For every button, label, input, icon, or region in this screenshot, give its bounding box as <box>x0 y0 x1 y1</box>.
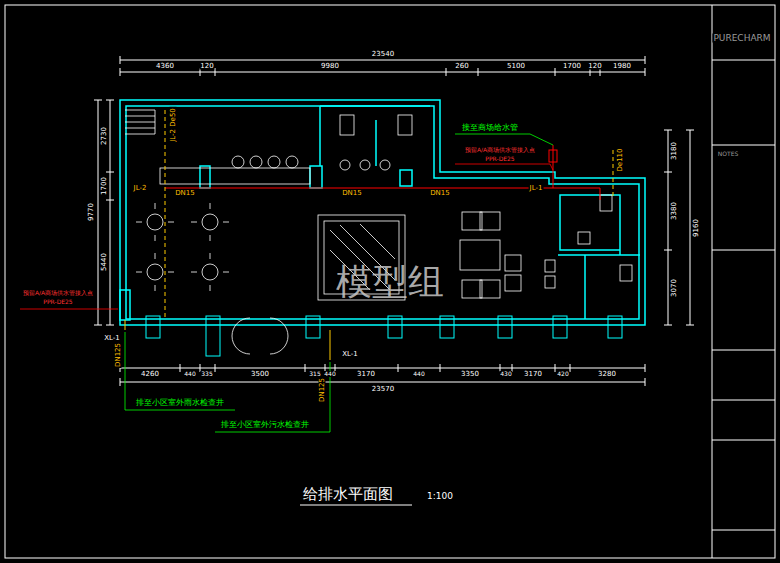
drawing-label: 2730 <box>101 126 108 146</box>
drawing-label: 23540 <box>371 51 395 58</box>
drawing-label: 排至小区室外污水检查井 <box>220 421 310 429</box>
drawing-label: XL-1 <box>103 335 121 342</box>
drawing-label: 1:100 <box>426 492 454 501</box>
drawing-label: DN125 <box>115 342 122 368</box>
drawing-label: 3170 <box>523 371 543 378</box>
drawing-label: 4260 <box>140 371 160 378</box>
drawing-label: 4360 <box>155 63 175 70</box>
drawing-label: 9160 <box>693 218 700 238</box>
drawing-label: PURECHARM <box>712 34 771 43</box>
drawing-label: 3350 <box>460 371 480 378</box>
drawing-label: 3070 <box>671 278 678 298</box>
drawing-label: 排至小区室外雨水检查井 <box>135 399 225 407</box>
drawing-label: 120 <box>199 63 214 70</box>
drawing-label: 420 <box>556 371 569 377</box>
drawing-label: 1700 <box>101 176 108 196</box>
watermark: 模型组 <box>335 264 445 300</box>
drawing-label: 3380 <box>671 201 678 221</box>
drawing-label: PPR-DE25 <box>484 156 515 162</box>
drawing-label: JL-1 <box>529 185 544 192</box>
drawing-label: 3180 <box>671 141 678 161</box>
drawing-label: 440 <box>183 371 196 377</box>
drawing-title: 给排水平面图 <box>302 487 394 502</box>
drawing-label: JL-2 De50 <box>170 107 177 143</box>
drawing-label: 3170 <box>356 371 376 378</box>
drawing-label: De110 <box>617 147 624 172</box>
drawing-label: 23570 <box>371 386 395 393</box>
drawing-label: 接至商场给水管 <box>461 124 519 132</box>
drawing-label: 5440 <box>101 252 108 272</box>
drawing-label: 3500 <box>250 371 270 378</box>
drawing-label: 430 <box>499 371 512 377</box>
drawing-label: 9770 <box>88 202 95 222</box>
drawing-label: 260 <box>454 63 469 70</box>
drawing-label: JL-2 <box>133 185 148 192</box>
drawing-label: DN15 <box>341 190 363 197</box>
drawing-label: DN15 <box>174 190 196 197</box>
drawing-label: DN15 <box>429 190 451 197</box>
drawing-label: 预留A/A商场供水管接入点 <box>464 147 536 153</box>
drawing-label: 5100 <box>506 63 526 70</box>
drawing-label: DN125 <box>319 377 326 403</box>
drawing-label: 335 <box>200 371 213 377</box>
drawing-label: 9980 <box>320 63 340 70</box>
drawing-label: 预留A/A商场供水管接入点 <box>22 290 94 296</box>
drawing-label: 1980 <box>612 63 632 70</box>
drawing-label: NOTES <box>717 151 739 157</box>
drawing-label: 1700 <box>562 63 582 70</box>
drawing-label: 120 <box>587 63 602 70</box>
drawing-label: 3280 <box>597 371 617 378</box>
drawing-label: 440 <box>412 371 425 377</box>
drawing-label: PPR-DE25 <box>42 299 73 305</box>
drawing-label: XL-1 <box>341 351 359 358</box>
